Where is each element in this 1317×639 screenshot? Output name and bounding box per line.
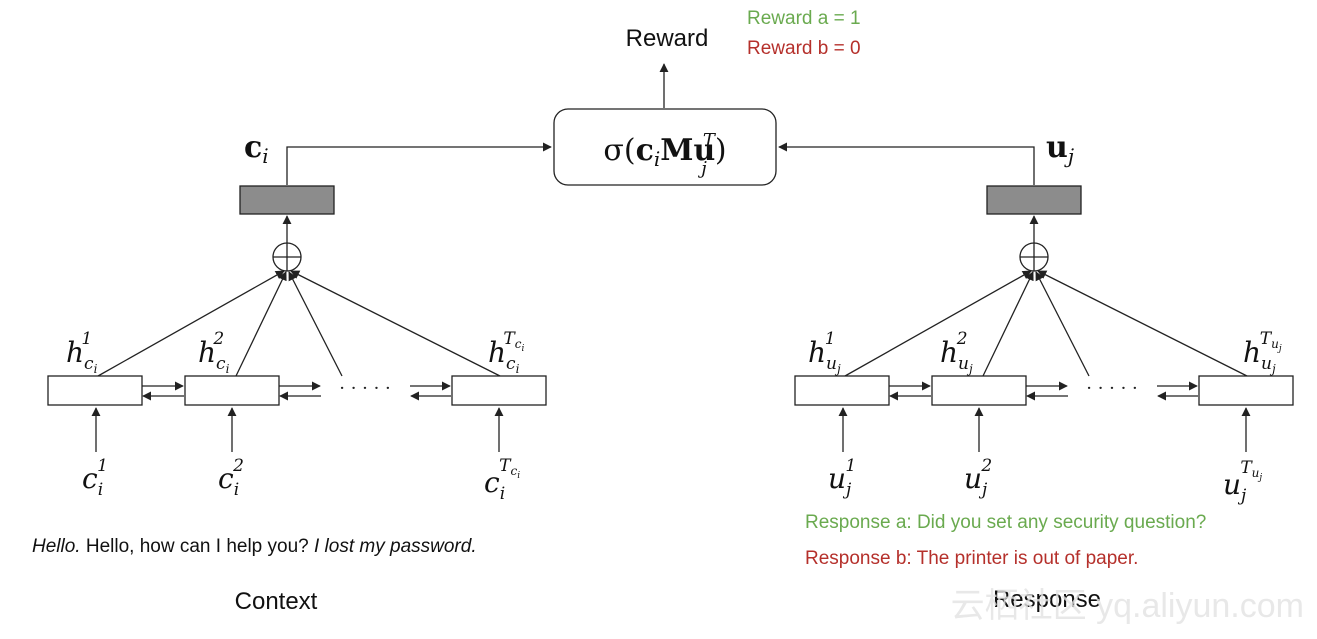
response-rnn-cell-2: [931, 375, 1027, 406]
context-vector-label: ci: [244, 130, 269, 168]
context-hidden-label-t: hciTci: [488, 329, 525, 376]
response-caption: Response: [993, 586, 1101, 613]
context-rnn-cell-2: [184, 375, 280, 406]
context-hidden-label-1: hci1: [66, 329, 98, 376]
context-rnn-cell-t: [451, 375, 547, 406]
response-hidden-connections: [844, 270, 1248, 377]
response-rnn-cell-t: [1198, 375, 1294, 406]
context-input-label-1: ci1: [82, 456, 108, 500]
response-input-label-t: ujTuj: [1223, 458, 1262, 506]
context-to-score-arrow: [286, 142, 552, 185]
context-input-label-2: ci2: [218, 456, 244, 500]
response-hidden-label-t: hujTuj: [1243, 329, 1282, 376]
context-utterance: Hello. Hello, how can I help you? I lost…: [32, 536, 477, 557]
response-sum-node: [1019, 242, 1049, 272]
response-rnn-cell-1: [794, 375, 890, 406]
context-hidden-label-2: hci2: [198, 329, 230, 376]
context-caption: Context: [235, 588, 318, 615]
watermark: 云栖社区 yq.aliyun.com: [951, 587, 1304, 625]
response-embedding-vector: [986, 185, 1082, 215]
context-recurrent-arrows: [142, 381, 451, 401]
context-hidden-connections: [97, 270, 501, 377]
response-b-text: Response b: The printer is out of paper.: [805, 548, 1138, 569]
reward-b-label: Reward b = 0: [747, 38, 861, 59]
reward-a-label: Reward a = 1: [747, 8, 861, 29]
response-recurrent-arrows: [889, 381, 1198, 401]
context-input-label-t: ciTci: [484, 456, 520, 504]
response-input-arrows: [838, 407, 1251, 452]
response-ellipsis: · · · · ·: [1086, 378, 1138, 399]
response-input-label-2: uj2: [964, 456, 992, 500]
response-to-score-arrow: [778, 142, 1035, 185]
response-a-text: Response a: Did you set any security que…: [805, 512, 1206, 533]
response-input-label-1: uj1: [828, 456, 856, 500]
reward-label: Reward: [626, 25, 709, 52]
context-sum-node: [272, 242, 302, 272]
context-ellipsis: · · · · ·: [339, 378, 391, 399]
response-hidden-label-2: huj2: [940, 329, 973, 376]
response-hidden-label-1: huj1: [808, 329, 841, 376]
context-embedding-vector: [239, 185, 335, 215]
context-input-arrows: [91, 407, 504, 452]
context-rnn-cell-1: [47, 375, 143, 406]
score-function-box: [553, 108, 777, 186]
response-vector-label: uj: [1046, 130, 1074, 168]
